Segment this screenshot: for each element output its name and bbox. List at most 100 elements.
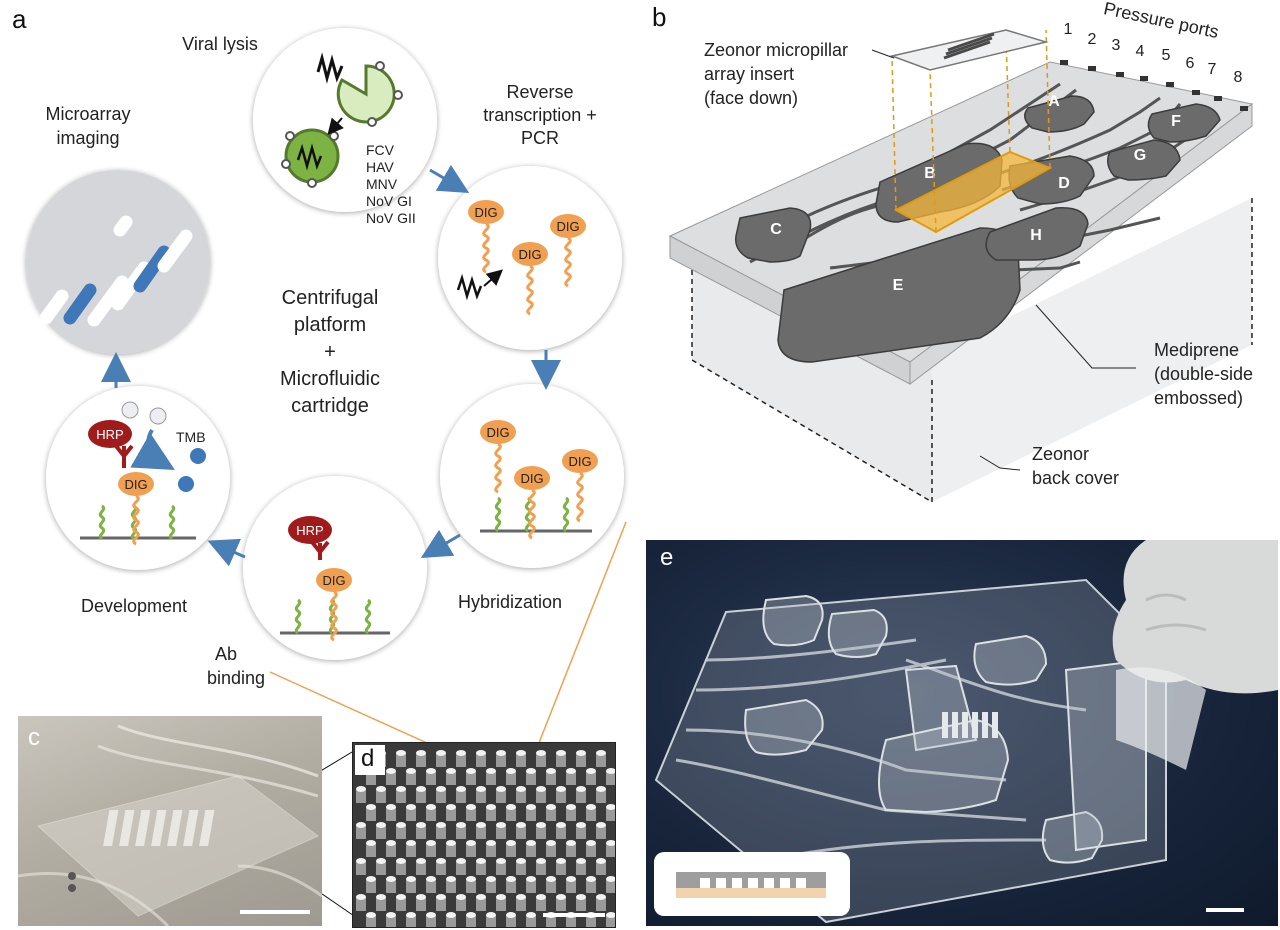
svg-text:3: 3 <box>1112 37 1121 54</box>
svg-text:HRP: HRP <box>296 523 323 538</box>
svg-text:7: 7 <box>1208 61 1217 78</box>
dig-probe-icon: DIG <box>550 214 586 288</box>
substrate-icon <box>121 401 139 419</box>
arrow-hyb-to-ab <box>420 529 461 559</box>
svg-text:Microfluidic: Microfluidic <box>280 368 380 390</box>
glove-hand <box>1112 540 1278 694</box>
product-icon <box>178 476 194 492</box>
svg-text:PCR: PCR <box>521 128 559 148</box>
svg-text:DIG: DIG <box>486 425 509 440</box>
panel-d-label: d <box>361 745 375 772</box>
dig-probe-icon: DIG <box>480 420 516 494</box>
svg-text:Microarray: Microarray <box>45 104 130 124</box>
svg-text:B: B <box>924 165 936 182</box>
dig-probe-icon: DIG <box>316 568 352 642</box>
chamber-h <box>985 207 1089 261</box>
svg-text:NoV GI: NoV GI <box>366 193 412 209</box>
product-icon <box>190 448 206 464</box>
center-label: Centrifugal platform + Microfluidic cart… <box>280 287 380 417</box>
svg-text:1: 1 <box>1064 21 1073 38</box>
svg-text:D: D <box>1058 175 1070 192</box>
svg-text:H: H <box>1030 227 1042 244</box>
svg-text:transcription +: transcription + <box>483 105 597 125</box>
svg-text:FCV: FCV <box>366 142 395 158</box>
dig-probe-icon: DIG <box>468 200 504 274</box>
backcover-callout <box>979 455 1021 471</box>
svg-text:Reverse: Reverse <box>506 82 573 102</box>
svg-text:DIG: DIG <box>568 454 591 469</box>
svg-text:DIG: DIG <box>322 573 345 588</box>
chamber-c <box>735 207 812 263</box>
cartridge-pillars <box>942 712 998 738</box>
mediprene-label: Mediprene (double-side embossed) <box>1154 340 1253 408</box>
panel-a-diagram: FCV HAV MNV NoV GI NoV GII DIG DIG DIG D… <box>26 28 624 688</box>
svg-text:binding: binding <box>207 668 265 688</box>
svg-text:DIG: DIG <box>474 205 497 220</box>
svg-text:DIG: DIG <box>124 477 147 492</box>
panel-e-photo: e <box>646 540 1278 926</box>
chamber-a <box>1024 95 1095 133</box>
conversion-arrow <box>130 428 175 470</box>
back-cover-label: Zeonor back cover <box>1032 444 1119 488</box>
panel-e-label: e <box>660 544 674 571</box>
virus-list: FCV HAV MNV NoV GI NoV GII <box>366 142 416 226</box>
svg-text:DIG: DIG <box>520 471 543 486</box>
chamber-f <box>1147 103 1221 143</box>
svg-text:Mediprene: Mediprene <box>1154 340 1239 360</box>
svg-text:NoV GII: NoV GII <box>366 210 416 226</box>
dig-probe-icon: DIG <box>512 242 548 316</box>
dig-probe-icon: DIG <box>562 449 598 523</box>
dig-probe-icon: DIG <box>514 466 550 540</box>
insert-pillars <box>943 32 995 60</box>
chamber-labels: A B C D E F G H <box>770 93 1181 294</box>
microarray-spots <box>39 215 193 327</box>
svg-text:MNV: MNV <box>366 176 398 192</box>
svg-text:imaging: imaging <box>56 128 119 148</box>
lysis-arrow <box>327 117 344 136</box>
svg-text:DIG: DIG <box>518 247 541 262</box>
panel-c-label: c <box>28 724 40 751</box>
panel-c-photo: c <box>18 716 322 926</box>
panel-b-diagram: A B C D E F G H Pressure ports 1 2 3 4 <box>668 0 1254 503</box>
cartridge-body <box>654 578 1167 924</box>
intact-virus-icon <box>281 128 340 188</box>
svg-text:F: F <box>1171 113 1181 130</box>
tmb-label: TMB <box>176 429 206 445</box>
svg-text:back cover: back cover <box>1032 468 1119 488</box>
ab-binding-label: Ab binding <box>207 644 265 688</box>
panel-a-label: a <box>12 4 27 34</box>
svg-text:Zeonor: Zeonor <box>1032 444 1089 464</box>
dig-probe-icon: DIG <box>118 472 154 546</box>
svg-text:HAV: HAV <box>366 159 394 175</box>
panel-d-label-box: d <box>355 745 385 775</box>
hybridization-label: Hybridization <box>458 592 562 612</box>
peel-film <box>1116 667 1206 770</box>
svg-text:(double-side: (double-side <box>1154 364 1253 384</box>
arrow-lysis-to-pcr <box>429 164 470 194</box>
substrate-icon <box>149 407 167 425</box>
microarray-label: Microarray imaging <box>45 104 130 148</box>
insert-label: Zeonor micropillar array insert (face do… <box>704 40 848 108</box>
hrp-enzyme-icon: HRP <box>88 420 132 448</box>
svg-text:Ab: Ab <box>215 644 237 664</box>
svg-text:platform: platform <box>294 314 366 336</box>
cross-section-inset <box>654 852 850 916</box>
insert-projection <box>891 29 1051 233</box>
svg-text:Zeonor micropillar: Zeonor micropillar <box>704 40 848 60</box>
svg-text:array insert: array insert <box>704 64 794 84</box>
rt-pcr-label: Reverse transcription + PCR <box>483 82 597 148</box>
svg-text:6: 6 <box>1186 55 1195 72</box>
rna-strand-icon <box>456 273 483 301</box>
pressure-port-markers <box>1060 60 1248 111</box>
svg-text:4: 4 <box>1136 43 1145 60</box>
hrp-enzyme-icon: HRP <box>288 516 332 544</box>
chamber-g <box>1107 139 1181 181</box>
svg-text:DIG: DIG <box>556 219 579 234</box>
rt-arrow <box>483 269 504 287</box>
svg-text:G: G <box>1134 147 1146 164</box>
insert-callout <box>871 49 895 59</box>
port-numbers: 1 2 3 4 5 6 7 8 <box>1064 21 1243 86</box>
svg-text:5: 5 <box>1162 47 1171 64</box>
cartridge-channels <box>675 638 1087 862</box>
back-cover-front <box>932 198 1252 502</box>
